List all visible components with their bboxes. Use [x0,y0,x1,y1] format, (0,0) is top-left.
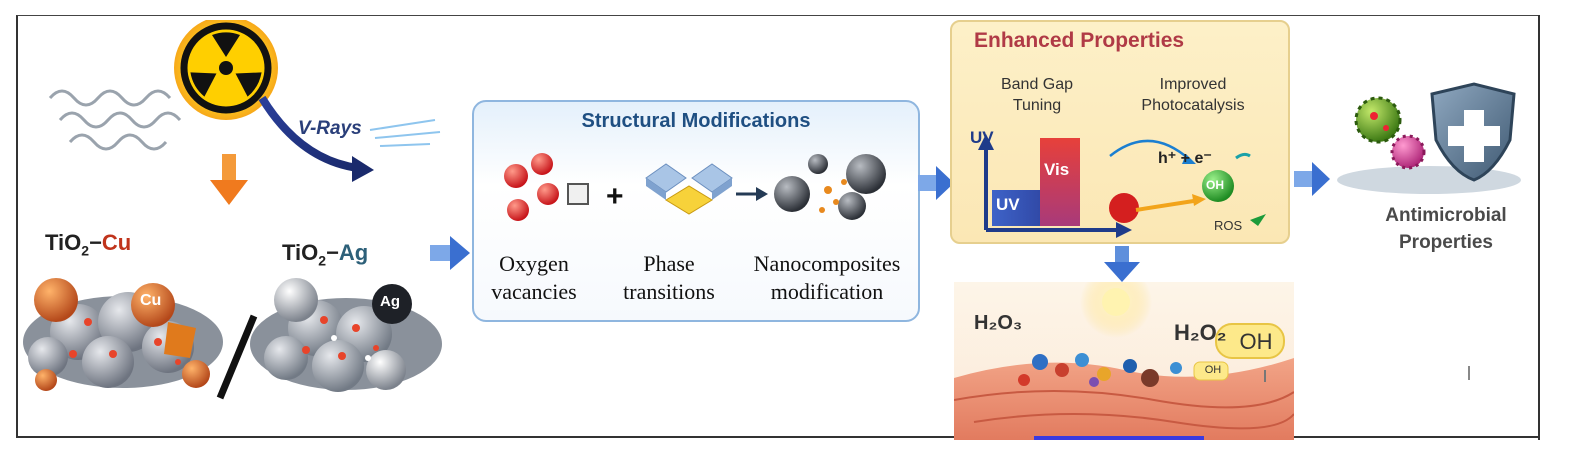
tio2-cu-cluster [23,278,223,391]
slash-divider [216,314,258,400]
enhanced-title: Enhanced Properties [974,29,1185,52]
electron-icon [1109,193,1139,223]
cu-ball-label: Cu [140,292,162,309]
arrow-right-icon [736,187,768,201]
ag-ball-label: Ag [380,293,400,310]
ag-ball [372,284,412,324]
copper-sphere [34,278,78,322]
arrow-down-to-tissue [1104,246,1140,282]
ray-sparks [369,119,441,147]
nanocomposite-icon [774,154,886,220]
band-gap-graphic [978,134,1266,238]
uv-bar-label: UV [996,195,1020,214]
arrow-to-antimicrobial [1294,162,1330,196]
wavy-rays [48,89,182,151]
oxygen-atom-icon [504,164,528,188]
tissue-panel [954,282,1294,440]
v-rays-label: V-Rays [298,118,362,139]
h-e-label: h⁺ + e⁻ [1158,150,1212,167]
diagram-frame [16,15,1540,438]
h2o3-label: H₂O₃ [974,312,1023,334]
svg-text:+: + [606,180,624,213]
oh-small-bubble-label: OH [1204,364,1222,376]
arrow-to-enhanced [918,166,954,200]
vis-label: Vis [1044,160,1070,179]
radiation-graphic [48,20,441,182]
h2o2-label: H₂O₂ [1174,320,1227,345]
structural-graphic: + [504,153,886,221]
tick-mark [1468,366,1470,380]
ros-label: ROS [1214,218,1243,233]
phase-crystal-icon [645,163,733,215]
tio2-cu-label: TiO2−Cu [45,230,132,259]
oh-small-label: OH [1206,178,1224,192]
tio2-ag-cluster [250,278,442,392]
silver-sphere [274,278,318,322]
vacancy-square-icon [567,183,589,205]
vis-bar [1040,138,1080,226]
cu-ball [131,283,175,327]
diagram-frame-right [1538,15,1540,440]
bacteria-icon [1390,134,1426,170]
structural-title: Structural Modifications [581,110,811,132]
v-ray-arrow [258,95,359,172]
orange-down-arrow [210,154,248,205]
uv-axis-label: UV [970,128,994,147]
hydroxyl-radical-icon [1202,170,1234,202]
virus-icon [1354,96,1402,144]
tio2-ag-label: TiO2−Ag [282,240,369,269]
oh-bubble-label: OH [1239,329,1273,354]
antimicrobial-graphic [1337,82,1521,194]
arrow-to-structural [430,236,470,270]
